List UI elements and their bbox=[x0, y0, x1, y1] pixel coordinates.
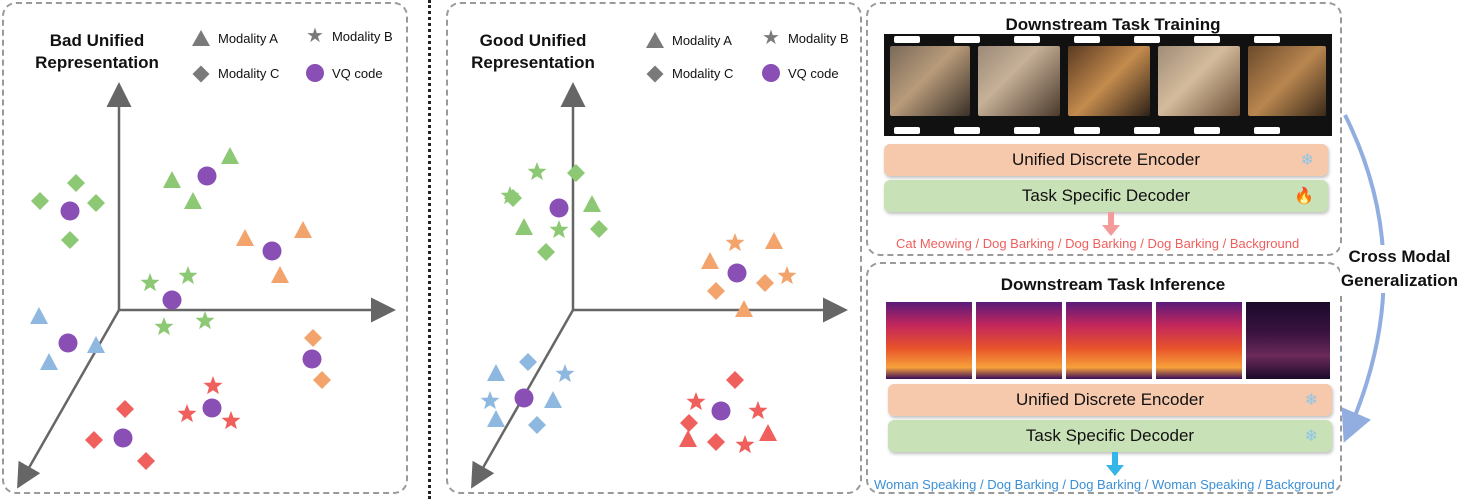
legend-modality-b-label: Modality B bbox=[787, 30, 849, 46]
legend-modality-a-label: Modality A bbox=[218, 30, 278, 46]
training-panel: Downstream Task Training Unified Discret… bbox=[866, 2, 1342, 256]
legend-vq-code: VQ code bbox=[762, 64, 839, 82]
cross-modal-label: Cross Modal Generalization bbox=[1340, 245, 1459, 293]
training-encoder-bar: Unified Discrete Encoder ❄ bbox=[884, 144, 1328, 176]
inference-decoder-bar: Task Specific Decoder ❄ bbox=[888, 420, 1332, 452]
video-frame bbox=[890, 46, 970, 116]
spectrogram-frame bbox=[1246, 302, 1330, 379]
cross-modal-line2: Generalization bbox=[1340, 271, 1459, 290]
inference-encoder-label: Unified Discrete Encoder bbox=[1015, 390, 1205, 409]
training-decoder-bar: Task Specific Decoder 🔥 bbox=[884, 180, 1328, 212]
legend-modality-b-label: Modality B bbox=[331, 28, 393, 44]
spectrogram-frame bbox=[1156, 302, 1242, 379]
film-hole bbox=[894, 36, 920, 43]
video-frame bbox=[1068, 46, 1150, 116]
snowflake-icon: ❄ bbox=[1300, 152, 1314, 169]
fire-icon: 🔥 bbox=[1294, 188, 1314, 205]
cross-modal-line1: Cross Modal bbox=[1348, 247, 1451, 266]
film-hole bbox=[1254, 36, 1280, 43]
good-title-line2: Representation bbox=[471, 53, 595, 72]
circle-icon bbox=[306, 64, 324, 82]
film-hole bbox=[1074, 36, 1100, 43]
film-hole bbox=[1014, 127, 1040, 134]
legend-modality-a: Modality A bbox=[192, 30, 278, 46]
video-filmstrip bbox=[884, 34, 1332, 136]
film-hole bbox=[1194, 36, 1220, 43]
dotted-separator bbox=[428, 0, 431, 499]
spectrogram-frame bbox=[1066, 302, 1152, 379]
film-hole bbox=[954, 36, 980, 43]
training-title: Downstream Task Training bbox=[1005, 15, 1221, 34]
legend-vq-code-label: VQ code bbox=[332, 65, 383, 81]
good-title-line1: Good Unified bbox=[479, 31, 587, 50]
bad-title-line1: Bad Unified bbox=[49, 31, 145, 50]
legend-modality-c: Modality C bbox=[192, 65, 280, 82]
training-decoder-label: Task Specific Decoder bbox=[1021, 186, 1191, 205]
legend-modality-c-label: Modality C bbox=[672, 66, 734, 81]
snowflake-icon: ❄ bbox=[1304, 428, 1318, 445]
legend-modality-b: ★ Modality B bbox=[306, 25, 393, 47]
bad-representation-panel: Bad Unified Representation Modality A ★ … bbox=[2, 2, 408, 494]
training-encoder-label: Unified Discrete Encoder bbox=[1011, 150, 1201, 169]
legend-vq-code-label: VQ code bbox=[788, 65, 839, 81]
training-output-labels: Cat Meowing / Dog Barking / Dog Barking … bbox=[896, 236, 1300, 251]
inference-title: Downstream Task Inference bbox=[1000, 275, 1226, 294]
film-hole bbox=[1134, 36, 1160, 43]
triangle-icon bbox=[192, 30, 210, 46]
bad-title-line2: Representation bbox=[35, 53, 159, 72]
good-representation-panel: Good Unified Representation Modality A ★… bbox=[446, 2, 862, 494]
legend-modality-c: Modality C bbox=[646, 65, 734, 82]
inference-panel: Downstream Task Inference Unified Discre… bbox=[866, 262, 1342, 494]
legend-modality-a-label: Modality A bbox=[672, 32, 732, 48]
film-hole bbox=[1254, 127, 1280, 134]
spectrogram-frame bbox=[886, 302, 972, 379]
star-icon: ★ bbox=[762, 27, 780, 49]
legend-modality-a: Modality A bbox=[646, 32, 732, 48]
legend-modality-c-label: Modality C bbox=[218, 66, 280, 81]
spectrogram-frame bbox=[976, 302, 1062, 379]
spectrogram-strip bbox=[886, 302, 1332, 379]
film-hole bbox=[1074, 127, 1100, 134]
video-frame bbox=[1158, 46, 1240, 116]
film-hole bbox=[954, 127, 980, 134]
bad-representation-title: Bad Unified Representation bbox=[22, 30, 172, 74]
inference-encoder-bar: Unified Discrete Encoder ❄ bbox=[888, 384, 1332, 416]
training-down-arrow bbox=[1102, 212, 1120, 236]
film-hole bbox=[1194, 127, 1220, 134]
snowflake-icon: ❄ bbox=[1304, 392, 1318, 409]
video-frame bbox=[1248, 46, 1326, 116]
triangle-icon bbox=[646, 32, 664, 48]
inference-down-arrow bbox=[1106, 452, 1124, 476]
legend-vq-code: VQ code bbox=[306, 64, 383, 82]
star-icon: ★ bbox=[306, 25, 324, 47]
good-representation-title: Good Unified Representation bbox=[458, 30, 608, 74]
film-hole bbox=[894, 127, 920, 134]
inference-output-labels: Woman Speaking / Dog Barking / Dog Barki… bbox=[874, 477, 1335, 492]
legend-modality-b: ★ Modality B bbox=[762, 27, 849, 49]
inference-decoder-label: Task Specific Decoder bbox=[1025, 426, 1195, 445]
circle-icon bbox=[762, 64, 780, 82]
diamond-icon bbox=[192, 65, 210, 82]
film-hole bbox=[1014, 36, 1040, 43]
diamond-icon bbox=[646, 65, 664, 82]
film-hole bbox=[1134, 127, 1160, 134]
video-frame bbox=[978, 46, 1060, 116]
